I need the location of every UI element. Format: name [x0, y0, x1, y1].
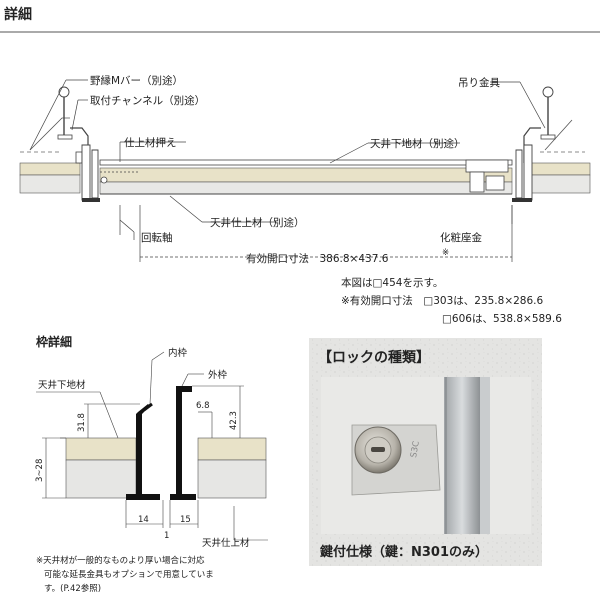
label-kaitenjiku: 回転軸	[141, 231, 173, 244]
label-tenjo-shiage: 天井仕上材（別途）	[210, 216, 305, 229]
outer-frame-left	[81, 144, 91, 201]
lock-imprint: S3C	[409, 440, 422, 458]
hanger-bolt-left-icon	[58, 86, 70, 98]
fd-outer-frame-profile	[170, 386, 196, 500]
frame-detail-title: 枠詳細	[36, 334, 72, 349]
label-tenjo-shitaji: 天井下地材（別途）	[370, 137, 465, 150]
fd-finish-board-left	[65, 459, 137, 499]
fd-dim-3-28: 3~28	[35, 459, 45, 482]
pivot-icon	[100, 176, 108, 184]
ceiling-base-board-right	[529, 162, 591, 176]
keyhole-icon	[371, 447, 385, 452]
frame-detail-drawing	[36, 351, 268, 541]
left-wall-line	[29, 117, 70, 151]
fd-label-uchiwaku: 内枠	[168, 347, 188, 359]
fd-base-board-right	[197, 437, 267, 461]
fd-dim-14: 14	[138, 515, 149, 525]
label-nobuchi-bar: 野縁Mバー（別途）	[90, 74, 183, 87]
page-title: 詳細	[4, 6, 32, 23]
lock-frame-rail	[444, 377, 480, 534]
note-line-3: □606は、538.8×589.6	[442, 313, 562, 325]
note-line-2: ※有効開口寸法 □303は、235.8×286.6	[341, 294, 543, 307]
lid-top-plate	[99, 159, 513, 166]
main-cross-section	[19, 79, 591, 262]
outer-frame-right	[523, 144, 533, 201]
trim-washer-right	[512, 198, 532, 202]
fd-dim-15: 15	[180, 515, 191, 525]
ceiling-finish-board-right	[529, 174, 591, 194]
lock-caption: 鍵付仕様（鍵：N301のみ）	[320, 544, 488, 560]
lock-panel-title: 【ロックの種類】	[318, 349, 430, 366]
inner-frame-left	[91, 149, 99, 199]
fd-finish-board-right	[197, 459, 267, 499]
fd-dim-42-3: 42.3	[229, 411, 239, 430]
hanger-bolt-right-icon	[542, 86, 554, 98]
fd-label-tenjo-shitaji: 天井下地材	[38, 379, 86, 391]
trim-washer-left	[82, 198, 100, 202]
note-line-1: 本図は□454を示す。	[341, 276, 443, 289]
lid-base-board	[99, 167, 513, 183]
label-toritsuke-channel: 取付チャンネル（別途）	[90, 94, 205, 107]
inner-frame-right	[515, 149, 523, 199]
fd-footnote-2: 可能な延長金具もオプションで用意していま	[44, 569, 214, 580]
fd-dim-1: 1	[164, 531, 169, 541]
label-opening-size-mark: ※	[442, 248, 449, 258]
fd-footnote-1: ※天井材が一般的なものより厚い場合に対応	[36, 555, 205, 566]
ceiling-base-board-left	[19, 162, 81, 176]
label-shiage-osae: 仕上材押え	[124, 136, 177, 149]
label-tsuri-kanagu: 吊り金具	[458, 76, 500, 89]
right-wall-line	[544, 119, 573, 151]
lid-finish-board	[99, 181, 513, 195]
fd-dim-6-8: 6.8	[196, 401, 210, 411]
fd-footnote-3: す。(P.42参照)	[44, 583, 101, 594]
fd-label-tenjo-shiage: 天井仕上材	[202, 537, 250, 549]
label-opening-size: 有効開口寸法 386.8×437.6	[246, 252, 389, 265]
label-kesho-zagane: 化粧座金	[440, 231, 482, 244]
fd-label-sotowaku: 外枠	[208, 369, 228, 381]
fd-dim-31-8: 31.8	[77, 413, 87, 432]
fd-base-board-left	[65, 437, 137, 461]
lock-housing	[465, 159, 509, 173]
ceiling-finish-board-left	[19, 174, 81, 194]
lock-panel: S3C	[309, 338, 542, 566]
